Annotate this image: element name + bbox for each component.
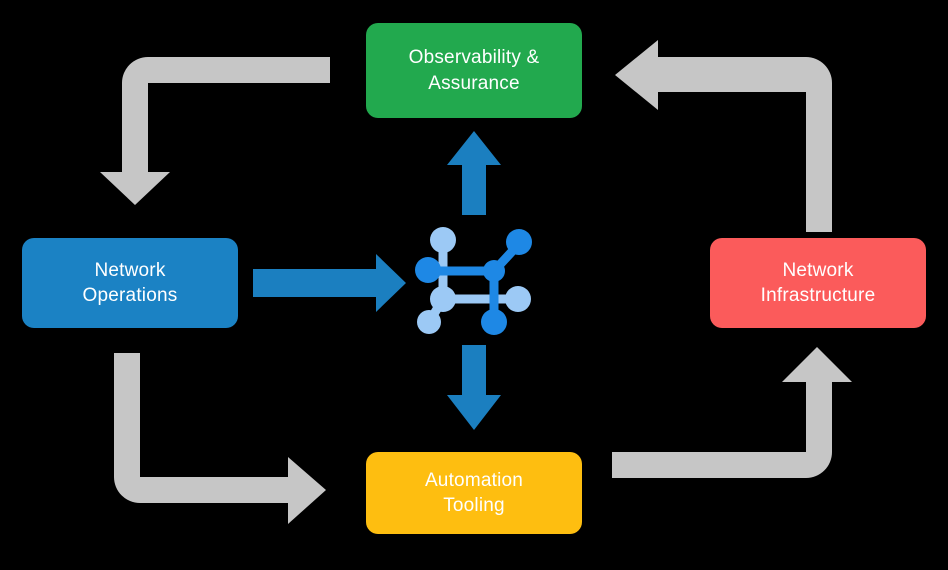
- arrow-operations-to-automation: [114, 353, 326, 524]
- arrow-observability-to-operations: [100, 57, 330, 205]
- network-topology-icon: [415, 227, 532, 335]
- node-label-automation-tooling: Automation Tooling: [424, 469, 524, 516]
- icon-node-left-dark: [415, 257, 441, 283]
- node-label-network-operations: Network Operations: [82, 259, 178, 306]
- node-box-observability[interactable]: Observability & Assurance: [366, 23, 582, 118]
- icon-node-top-right-dark: [506, 229, 532, 255]
- icon-node-top-light: [430, 227, 456, 253]
- node-label-observability: Observability & Assurance: [408, 47, 540, 94]
- arrow-center-to-observability: [447, 131, 501, 215]
- node-label-network-infrastructure: Network Infrastructure: [760, 259, 876, 306]
- node-box-network-infrastructure[interactable]: Network Infrastructure: [710, 238, 926, 328]
- icon-node-right-light: [505, 286, 531, 312]
- arrow-automation-to-infrastructure: [612, 347, 852, 478]
- icon-node-bottom-dark: [481, 309, 507, 335]
- arrow-infrastructure-to-observability: [615, 40, 832, 232]
- node-box-network-operations[interactable]: Network Operations: [22, 238, 238, 328]
- icon-node-bottom-left-light: [417, 310, 441, 334]
- arrow-center-to-automation: [447, 345, 501, 430]
- icon-node-hub-dark: [483, 260, 505, 282]
- arrow-operations-to-center: [253, 254, 406, 312]
- icon-node-mid-light: [430, 286, 456, 312]
- node-box-automation-tooling[interactable]: Automation Tooling: [366, 452, 582, 534]
